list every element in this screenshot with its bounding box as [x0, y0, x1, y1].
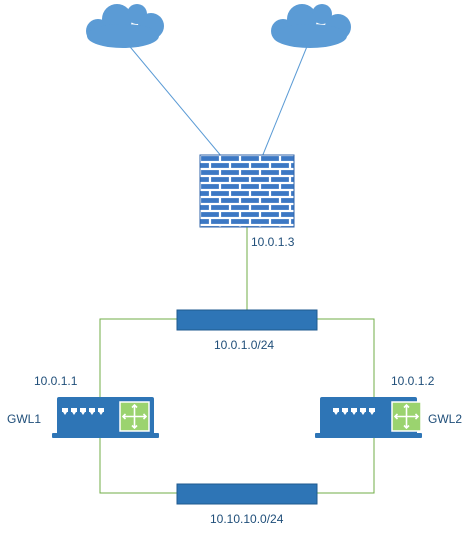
firewall-icon: [199, 154, 295, 228]
bottom-network-label: 10.10.10.0/24: [210, 512, 284, 526]
gwl1-to-bottom-segment-link: [99, 437, 178, 494]
router-icon: [52, 397, 159, 438]
bottom-network-segment: [176, 483, 318, 505]
gwl2-ip-label: 10.0.1.2: [391, 374, 435, 388]
top-network-segment: [176, 309, 318, 331]
connector-lines: [99, 41, 375, 494]
gwl1-ip-label: 10.0.1.1: [34, 374, 78, 388]
segment-to-gwl1-link: [99, 318, 178, 398]
gwl2-to-bottom-segment-link: [316, 437, 375, 494]
cloud-right-link: [261, 43, 309, 158]
router-icon: [315, 397, 422, 438]
cloud-icon: [86, 4, 164, 48]
firewall-ip-label: 10.0.1.3: [251, 235, 295, 249]
gwl1-name-label: GWL1: [7, 412, 42, 426]
cloud-icon: [271, 4, 351, 48]
top-network-label: 10.0.1.0/24: [214, 338, 275, 352]
segment-to-gwl2-link: [316, 318, 375, 398]
cloud-left-link: [125, 41, 223, 158]
gwl2-name-label: GWL2: [428, 412, 463, 426]
